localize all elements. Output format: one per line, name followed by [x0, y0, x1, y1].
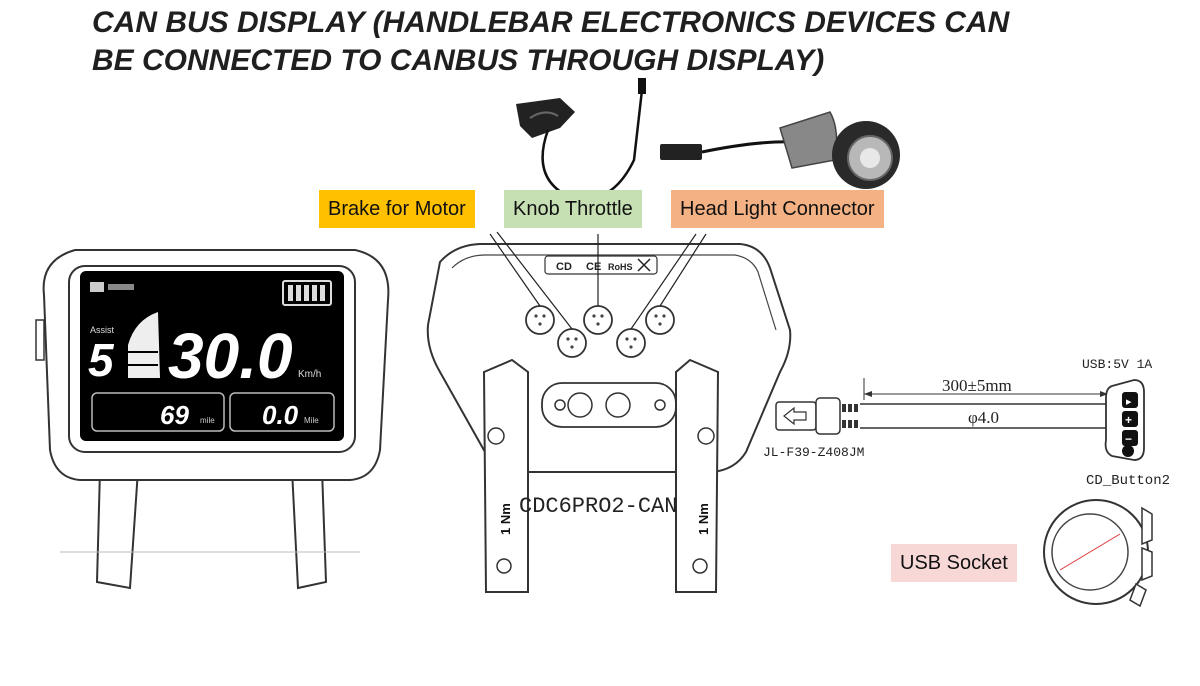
torque-left: 1 Nm [498, 503, 513, 535]
title-line-1: CAN BUS DISPLAY (HANDLEBAR ELECTRONICS D… [92, 6, 1010, 39]
cable-diameter: φ4.0 [968, 408, 999, 427]
label-brake-for-motor: Brake for Motor [319, 190, 475, 228]
usb-rating: USB:5V 1A [1082, 357, 1152, 372]
svg-text:−: − [1125, 432, 1132, 446]
torque-right: 1 Nm [696, 503, 711, 535]
label-head-light-connector: Head Light Connector [671, 190, 884, 228]
knob-throttle-device [516, 78, 646, 201]
svg-text:+: + [1125, 413, 1132, 427]
trip-unit: Mile [304, 416, 319, 425]
usb-socket-device: CD_Button2 [1043, 473, 1170, 608]
display-front: Assist 5 30.0 Km/h 69 mile 0.0 Mile [35, 249, 390, 590]
odo-value: 69 [160, 400, 189, 430]
badge-cd: CD [556, 261, 572, 273]
label-knob-throttle: Knob Throttle [504, 190, 642, 228]
headlight-device [660, 111, 900, 189]
assist-prefix: Assist [90, 325, 115, 335]
svg-text:▸: ▸ [1126, 396, 1132, 408]
odo-unit: mile [200, 416, 215, 425]
badge-ce: CE [586, 261, 601, 273]
cable-length: 300±5mm [942, 376, 1012, 395]
display-back: CD CE RoHS 1 Nm 1 Nm CDC6PRO2 [426, 231, 792, 593]
speed-unit: Km/h [298, 369, 321, 380]
display-model-label: CDC6PRO2-CAN [519, 494, 677, 519]
speed-value: 30.0 [168, 320, 293, 392]
label-usb-socket: USB Socket [891, 544, 1017, 582]
assist-level: 5 [88, 334, 115, 386]
connector-part-number: JL-F39-Z408JM [763, 445, 864, 460]
trip-value: 0.0 [262, 400, 299, 430]
usb-button-model: CD_Button2 [1086, 473, 1170, 489]
badge-rohs: RoHS [608, 262, 633, 272]
page-title: CAN BUS DISPLAY (HANDLEBAR ELECTRONICS D… [92, 4, 1142, 80]
usb-cable-assembly: 300±5mm φ4.0 JL-F39-Z408JM ▸ + − USB:5V … [763, 357, 1152, 461]
title-line-2: BE CONNECTED TO CANBUS THROUGH DISPLAY) [92, 44, 825, 77]
